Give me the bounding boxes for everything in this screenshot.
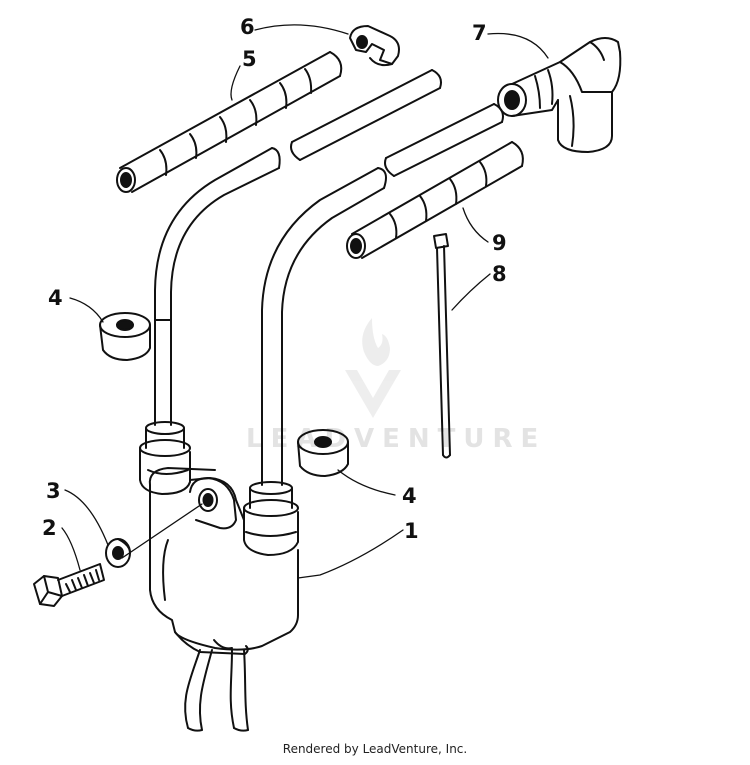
footer-credit: Rendered by LeadVenture, Inc.	[282, 742, 468, 756]
watermark-text: LEADVENTURE	[246, 424, 546, 454]
callout-4-lower: 4	[402, 484, 417, 508]
watermark-logo	[345, 318, 401, 418]
leader-9	[462, 207, 489, 243]
callout-5: 5	[242, 47, 257, 71]
wire-segment-upper	[290, 69, 442, 161]
callout-7: 7	[472, 21, 487, 45]
leader-5	[230, 65, 241, 101]
ignition-coil-body	[148, 467, 299, 655]
bolt	[33, 563, 105, 607]
leader-8	[451, 273, 491, 311]
washer	[105, 538, 131, 568]
wire-clip	[349, 25, 400, 67]
leader-4a	[69, 297, 104, 323]
grommet-upper	[99, 312, 151, 361]
callout-8: 8	[492, 262, 507, 286]
protective-sleeve-lower	[346, 141, 524, 259]
wire-segment-middle	[384, 103, 504, 177]
callout-1: 1	[404, 519, 419, 543]
leader-6	[254, 24, 349, 35]
callout-6: 6	[240, 15, 255, 39]
leader-4b	[337, 469, 396, 496]
grommet-lower	[297, 429, 349, 477]
callout-9: 9	[492, 231, 507, 255]
high-tension-lead-right	[261, 167, 387, 486]
callout-2: 2	[42, 516, 57, 540]
coil-primary-wires	[184, 649, 249, 732]
coil-boot-left	[139, 421, 191, 495]
callout-4-upper: 4	[48, 286, 63, 310]
callout-3: 3	[46, 479, 61, 503]
leader-7	[487, 32, 549, 59]
protective-sleeve-upper	[116, 51, 343, 193]
leader-1	[297, 529, 404, 579]
coil-boot-right	[243, 481, 299, 556]
leader-lines	[61, 24, 549, 579]
spark-plug-cap	[497, 37, 622, 153]
leader-2	[61, 527, 81, 571]
leader-3	[64, 489, 109, 546]
cable-tie	[433, 233, 451, 459]
high-tension-lead-left	[154, 147, 281, 426]
